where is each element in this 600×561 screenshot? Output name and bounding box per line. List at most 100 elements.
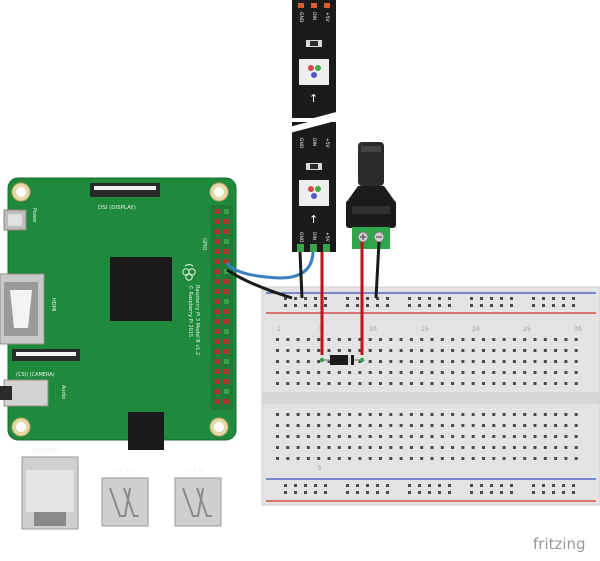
rail-hole — [562, 491, 565, 494]
breadboard-hole — [337, 435, 341, 438]
strip-top-label-5v: +5V — [324, 12, 330, 23]
breadboard-hole — [420, 338, 424, 341]
breadboard-hole — [471, 382, 475, 385]
gpio-pin — [224, 349, 229, 354]
breadboard-hole — [420, 457, 424, 460]
rail-hole — [408, 491, 411, 494]
breadboard-hole — [492, 457, 496, 460]
breadboard-hole — [368, 424, 372, 427]
gpio-pin — [215, 269, 220, 274]
breadboard-hole — [358, 446, 362, 449]
rail-hole — [284, 484, 287, 487]
rail-hole — [490, 297, 493, 300]
breadboard-hole — [286, 349, 290, 352]
breadboard-hole — [399, 349, 403, 352]
breadboard-hole — [482, 413, 485, 416]
breadboard-hole — [533, 424, 537, 427]
rail-hole — [500, 491, 503, 494]
gpio-pin — [215, 259, 220, 264]
fritzing-watermark: fritzing — [533, 535, 586, 553]
breadboard-hole — [543, 371, 547, 374]
rail-hole — [552, 297, 555, 300]
breadboard-hole — [296, 360, 300, 363]
rail-hole — [470, 484, 473, 487]
rail-hole — [366, 297, 369, 300]
gpio-pin — [224, 249, 229, 254]
breadboard-hole — [306, 338, 310, 341]
rail-hole — [366, 484, 369, 487]
breadboard-hole — [368, 446, 372, 449]
breadboard-hole — [327, 446, 331, 449]
breadboard-hole — [564, 457, 568, 460]
breadboard-hole — [523, 349, 527, 352]
breadboard-hole — [512, 446, 516, 449]
arrow-up-icon: ↑ — [309, 92, 318, 105]
rail-hole — [500, 304, 503, 307]
breadboard-hole — [430, 360, 434, 363]
breadboard-hole — [409, 371, 413, 374]
rail-hole — [304, 297, 307, 300]
breadboard-hole — [317, 446, 321, 449]
hdmi-label: HDMI — [50, 298, 56, 311]
gpio-pin — [224, 269, 229, 274]
breadboard-hole — [389, 371, 393, 374]
breadboard-hole — [564, 446, 568, 449]
breadboard-hole — [554, 457, 558, 460]
breadboard-hole — [471, 424, 475, 427]
breadboard-hole — [533, 360, 537, 363]
breadboard-hole — [368, 338, 372, 341]
breadboard-hole — [296, 338, 300, 341]
breadboard-hole — [440, 446, 444, 449]
breadboard-hole — [492, 382, 496, 385]
breadboard-hole — [533, 457, 537, 460]
rail-hole — [438, 304, 441, 307]
breadboard-hole — [554, 382, 558, 385]
rail-hole — [532, 304, 535, 307]
breadboard-hole — [389, 349, 393, 352]
breadboard-hole — [430, 413, 434, 416]
breadboard-hole — [523, 371, 527, 374]
breadboard-hole — [492, 349, 496, 352]
strip-mid-label-gnd: GND — [298, 138, 304, 149]
gpio-pin — [224, 229, 229, 234]
breadboard-hole — [409, 413, 413, 416]
diode-cathode-band — [348, 355, 351, 365]
breadboard-hole — [461, 349, 465, 352]
breadboard-hole — [471, 446, 475, 449]
gpio-pin — [215, 359, 220, 364]
gpio-pin — [215, 379, 220, 384]
breadboard-hole — [574, 435, 578, 438]
breadboard-hole — [327, 457, 331, 460]
rail-hole — [346, 491, 349, 494]
gpio-pin — [215, 209, 220, 214]
gpio-pin — [224, 299, 229, 304]
col-number-25: 25 — [523, 326, 531, 333]
breadboard-hole — [399, 338, 403, 341]
breadboard-hole — [502, 457, 506, 460]
breadboard-hole — [296, 413, 300, 416]
breadboard-hole — [409, 457, 413, 460]
breadboard-hole — [348, 382, 352, 385]
rail-hole — [376, 304, 379, 307]
gpio-pin — [224, 379, 229, 384]
breadboard-hole — [533, 338, 537, 341]
gpio-pin — [224, 369, 229, 374]
rail-hole — [366, 491, 369, 494]
strip-bottom-label-gnd: GND — [298, 232, 304, 243]
breadboard-hole — [440, 338, 444, 341]
breadboard: 1 5 10 15 20 25 30 5 — [261, 286, 600, 506]
breadboard-hole — [337, 424, 341, 427]
breadboard-hole — [564, 338, 568, 341]
gpio-header — [211, 205, 233, 410]
breadboard-hole — [482, 435, 485, 438]
breadboard-hole — [420, 413, 424, 416]
rail-hole — [572, 484, 575, 487]
gpio-pin — [224, 309, 229, 314]
rail-hole — [552, 484, 555, 487]
breadboard-hole — [440, 457, 444, 460]
breadboard-hole — [461, 382, 465, 385]
gpio-pin — [224, 339, 229, 344]
breadboard-hole — [399, 457, 403, 460]
breadboard-hole — [564, 413, 568, 416]
breadboard-hole — [451, 446, 455, 449]
